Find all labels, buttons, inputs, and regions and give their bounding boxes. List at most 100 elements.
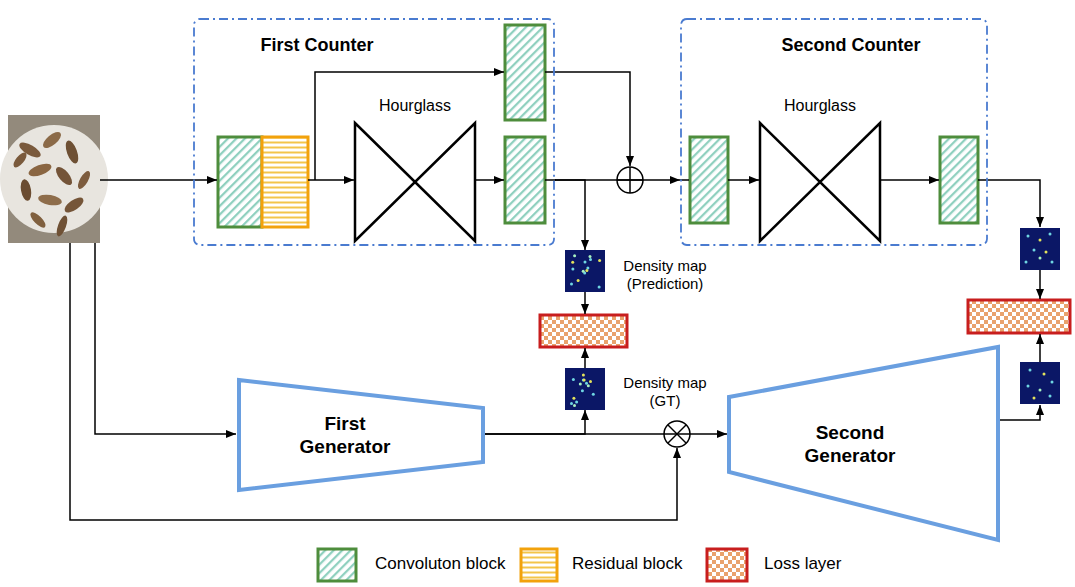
circle-part (1051, 261, 1054, 264)
circle-part (592, 393, 595, 396)
counter-group: Second CounterHourglass (680, 18, 988, 246)
text-holder: Hourglass (753, 96, 887, 115)
ellipse-part (19, 178, 33, 201)
text-holder: First Generator (290, 413, 400, 459)
circle-part (1045, 251, 1048, 254)
rect-part (565, 250, 605, 292)
rect-part (968, 300, 1070, 333)
polygon-part (239, 380, 483, 490)
hourglass-module-outline (348, 93, 482, 243)
circle-part (587, 384, 590, 387)
hourglass-module: Hourglass (753, 93, 891, 243)
path-part (545, 179, 556, 181)
circle-part (582, 378, 585, 381)
path-part (70, 243, 677, 520)
rect-part (194, 19, 554, 245)
rect-part (318, 549, 356, 581)
legend-entry: Residual block (572, 554, 683, 574)
rect-part (1020, 228, 1060, 270)
path-part (355, 123, 475, 241)
group-title: First Counter (217, 35, 417, 57)
rect-part (505, 137, 545, 223)
circle-part (589, 255, 592, 258)
circle-part (584, 261, 587, 264)
circle-part (589, 380, 592, 383)
path-part (1000, 405, 1040, 420)
block-label: Second Generator (790, 422, 910, 468)
text-holder: Second Generator (790, 422, 910, 468)
circle-part (1049, 233, 1052, 236)
rect-part (540, 315, 627, 347)
legend-samples (318, 549, 747, 581)
rect-part (521, 549, 557, 581)
counter-group-outline (193, 18, 555, 246)
circle-part (573, 254, 576, 257)
circle-part (589, 258, 592, 261)
circle-part (1039, 239, 1042, 242)
circle-part (570, 402, 573, 405)
path-part (760, 123, 880, 241)
density-map-outline (565, 250, 605, 292)
circle-part (571, 268, 574, 271)
circle-part (1033, 397, 1036, 400)
text-holder: Density map (GT) (610, 374, 720, 410)
circle-part (570, 282, 573, 285)
flow-arrow (485, 433, 727, 435)
text-holder: Hourglass (348, 96, 482, 115)
group-title: Second Counter (751, 35, 951, 57)
circle-part (1049, 395, 1052, 398)
generator-trapezoid: First Generator (237, 378, 485, 492)
circle-part (585, 382, 588, 385)
generator-trapezoid-outline (727, 345, 1000, 542)
circle-part (1027, 235, 1030, 238)
circle-part (1051, 381, 1054, 384)
circle-part (581, 389, 584, 392)
ellipse-part (11, 151, 29, 170)
rect-part (1020, 362, 1060, 404)
density-map-outline (565, 368, 605, 410)
circle-part (582, 374, 585, 377)
circle-part (579, 382, 582, 385)
circle-part (577, 279, 580, 282)
circle-part (1029, 369, 1032, 372)
circle-part (573, 404, 576, 407)
path-part (584, 292, 586, 314)
path-part (100, 179, 217, 181)
circle-part (1039, 257, 1042, 260)
density-map-icon (1020, 228, 1060, 270)
path-part (475, 179, 504, 181)
circle-part (572, 397, 575, 400)
hourglass-module-outline (753, 93, 887, 243)
circle-part (571, 261, 574, 264)
block-label: First Generator (290, 413, 400, 459)
flow-lines (70, 72, 1040, 520)
circle-part (582, 270, 585, 273)
circle-part (1039, 389, 1042, 392)
input-photo (0, 115, 108, 243)
hourglass-module: Hourglass (348, 93, 486, 243)
legend-entry: Convoluton block (375, 554, 505, 574)
ellipse-part (27, 161, 53, 179)
circle-part (572, 378, 575, 381)
circle-part (1043, 373, 1046, 376)
path-part (545, 72, 630, 166)
rect-part (505, 25, 545, 120)
ellipse-part (76, 169, 93, 190)
ellipse-part (54, 214, 69, 237)
text-holder: Second Counter (751, 35, 951, 57)
circle-part (598, 259, 601, 262)
legend-label: Residual block (572, 554, 683, 574)
map-label: Density map (Prediction) (610, 257, 720, 293)
text-holder: Density map (Prediction) (610, 257, 720, 293)
circle-part (1027, 385, 1030, 388)
counter-group: First CounterHourglass (193, 18, 555, 246)
density-map: Density map (Prediction) (565, 250, 725, 300)
rect-part (940, 137, 978, 223)
density-map: Density map (GT) (565, 368, 725, 418)
legend-label: Loss layer (764, 554, 841, 574)
flow-arrow (485, 410, 585, 434)
legend-entry: Loss layer (764, 554, 841, 574)
rect-part (681, 19, 987, 245)
circle-part (585, 269, 588, 272)
flow-arrow (555, 180, 585, 250)
